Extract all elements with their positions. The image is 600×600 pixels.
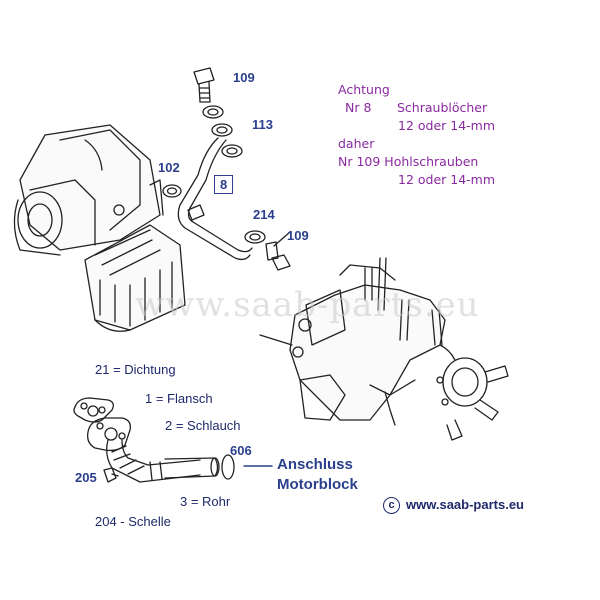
legend-21: 21 = Dichtung (95, 362, 176, 377)
return-flange-1 (87, 417, 131, 452)
legend-3: 3 = Rohr (180, 494, 231, 509)
note-line-4: daher (338, 136, 375, 151)
callout-606: 606 (230, 443, 252, 458)
note-line-2b: Schraublöcher (397, 100, 488, 115)
callout-214: 214 (253, 207, 275, 222)
callout-102: 102 (158, 160, 180, 175)
callout-109-top: 109 (233, 70, 255, 85)
note-line-6: 12 oder 14-mm (398, 172, 496, 187)
callout-113: 113 (252, 117, 273, 132)
return-gasket-21 (73, 397, 114, 423)
return-hose-2 (106, 439, 201, 483)
banjo-bolt-109-bottom (265, 241, 291, 271)
return-pipe-3 (164, 457, 220, 479)
callout-8: 8 (214, 175, 234, 194)
washer-214 (244, 230, 266, 244)
watermark: www.saab-parts.eu (135, 285, 480, 325)
washer-113-a (202, 105, 224, 119)
copyright-text: www.saab-parts.eu (406, 497, 524, 512)
note-line-5: Nr 109 Hohlschrauben (338, 154, 479, 169)
turbo-housing-left (13, 124, 186, 332)
legend-204: 204 - Schelle (95, 514, 171, 529)
o-ring-606 (221, 454, 235, 480)
copyright-notice: c www.saab-parts.eu (383, 497, 524, 515)
legend-2: 2 = Schlauch (165, 418, 241, 433)
oil-feed-pipe (177, 123, 253, 261)
callout-109-bottom: 109 (287, 228, 309, 243)
copyright-icon: c (383, 497, 400, 515)
note-line-2a: Nr 8 (345, 100, 372, 115)
turbocharger (259, 257, 509, 441)
washer-113-b (221, 144, 243, 158)
note-line-1: Achtung (338, 82, 390, 97)
washer-102 (162, 184, 182, 198)
banjo-bolt-109-top (193, 67, 215, 103)
legend-1: 1 = Flansch (145, 391, 213, 406)
clamp-204 (103, 467, 119, 483)
connection-label-line1: Anschluss (277, 456, 353, 473)
note-line-3: 12 oder 14-mm (398, 118, 496, 133)
connection-label-line2: Motorblock (277, 476, 358, 493)
callout-205: 205 (75, 470, 97, 485)
